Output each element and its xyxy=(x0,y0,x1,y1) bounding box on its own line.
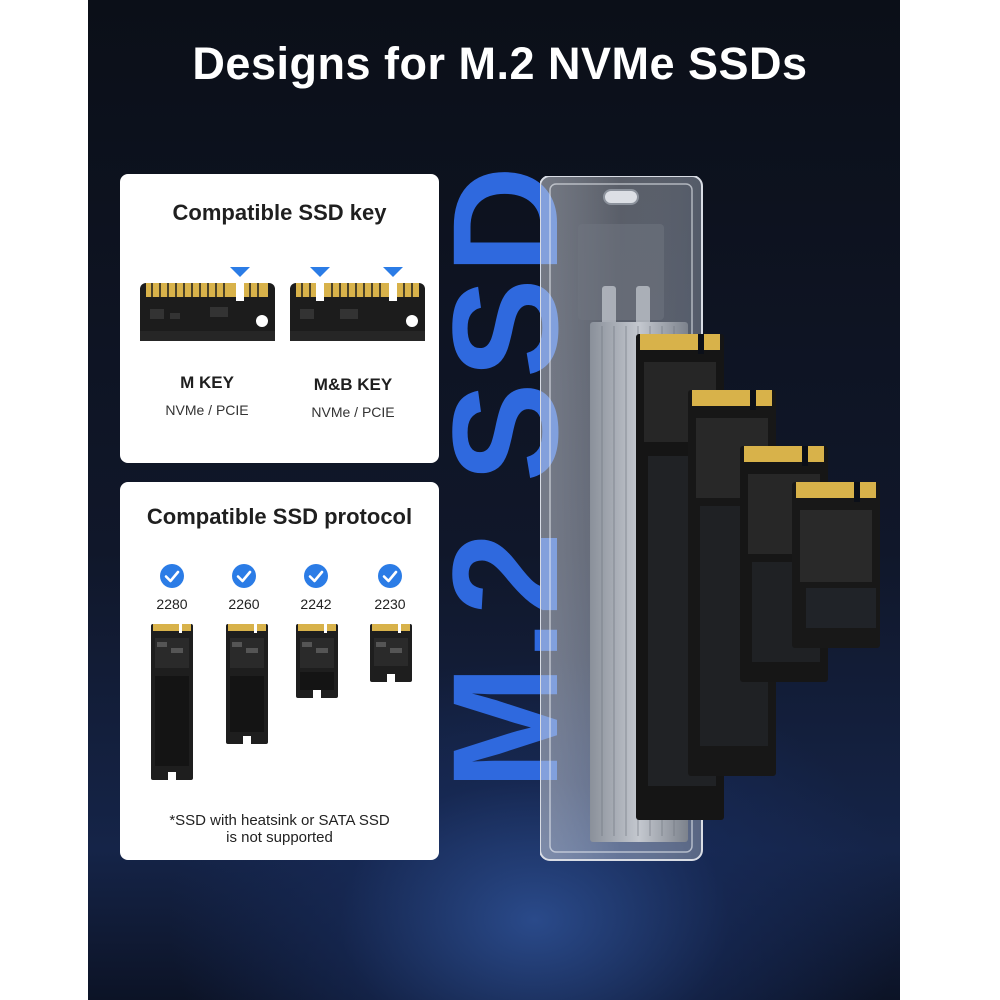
size-label-2230: 2230 xyxy=(374,596,406,612)
check-circle-icon xyxy=(160,564,184,588)
ssd-2230-image xyxy=(370,624,412,682)
unsupported-note-line2: is not supported xyxy=(226,829,333,846)
m-key-interface: NVMe / PCIE xyxy=(165,402,249,418)
mb-key-label: M&B KEY xyxy=(313,375,393,394)
m-key-label: M KEY xyxy=(180,373,234,392)
enclosure-product-image xyxy=(540,176,880,861)
size-label-2280: 2280 xyxy=(156,596,188,612)
unsupported-note: *SSD with heatsink or SATA SSD is not su… xyxy=(120,812,439,846)
check-circle-icon xyxy=(304,564,328,588)
ssd-2242-image xyxy=(296,624,338,698)
mb-key-interface: NVMe / PCIE xyxy=(311,404,395,420)
ssd-2260-image xyxy=(226,624,268,744)
check-circle-icon xyxy=(232,564,256,588)
size-label-2260: 2260 xyxy=(228,596,260,612)
unsupported-note-line1: *SSD with heatsink or SATA SSD xyxy=(169,812,390,829)
m-key-connector-image xyxy=(140,267,275,341)
headline: Designs for M.2 NVMe SSDs xyxy=(192,38,808,89)
size-label-2242: 2242 xyxy=(300,596,332,612)
ssd-2280-image xyxy=(151,624,193,780)
protocol-card-title: Compatible SSD protocol xyxy=(146,504,413,529)
key-card-title: Compatible SSD key xyxy=(172,200,387,225)
mb-key-connector-image xyxy=(290,267,425,341)
check-circle-icon xyxy=(378,564,402,588)
